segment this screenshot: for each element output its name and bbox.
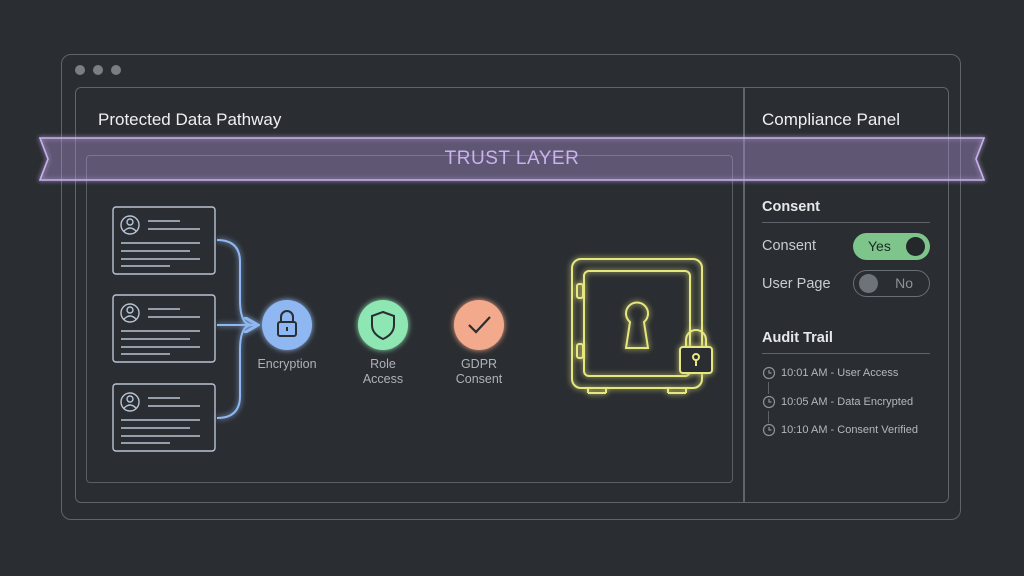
step-label-role-access: Role Access [362, 357, 404, 386]
user-record-card [112, 294, 216, 363]
vault-icon [571, 258, 703, 394]
compliance-panel-title: Compliance Panel [762, 110, 900, 129]
consent-toggle[interactable]: Yes [853, 233, 930, 260]
step-label-gdpr-consent: GDPR Consent [455, 357, 503, 386]
shield-icon [371, 310, 395, 341]
window-dot-maximize[interactable] [111, 65, 121, 75]
audit-connector [768, 382, 769, 394]
audit-trail-rule [762, 353, 930, 354]
role-access-node [358, 300, 408, 350]
dashboard-frame [75, 87, 949, 503]
audit-connector [768, 411, 769, 423]
user-record-card [112, 383, 216, 452]
user-page-row-label: User Page [762, 276, 831, 292]
trust-layer-label: TRUST LAYER [444, 148, 580, 169]
panel-divider [743, 87, 745, 503]
toggle-knob [906, 237, 925, 256]
window-dot-minimize[interactable] [93, 65, 103, 75]
lock-icon [277, 310, 297, 337]
gdpr-consent-node [454, 300, 504, 350]
app-window [61, 54, 961, 520]
consent-row-label: Consent [762, 238, 817, 254]
consent-toggle-label: Yes [868, 238, 891, 254]
window-dot-close[interactable] [75, 65, 85, 75]
user-record-card [112, 206, 216, 275]
converging-connector [216, 239, 256, 419]
consent-section-rule [762, 222, 930, 223]
encryption-node [262, 300, 312, 350]
toggle-knob [859, 274, 878, 293]
audit-entry-text: 10:05 AM - Data Encrypted [781, 396, 914, 408]
padlock-icon [679, 329, 713, 374]
consent-section-heading: Consent [762, 199, 820, 215]
audit-entry-text: 10:10 AM - Consent Verified [781, 424, 918, 436]
step-label-encryption: Encryption [257, 357, 317, 371]
checkmark-icon [468, 316, 491, 334]
user-page-toggle-label: No [895, 275, 913, 291]
clock-icon [762, 395, 776, 409]
pathway-title: Protected Data Pathway [98, 110, 282, 129]
clock-icon [762, 423, 776, 437]
user-page-toggle[interactable]: No [853, 270, 930, 297]
audit-entry-text: 10:01 AM - User Access [781, 367, 899, 379]
audit-trail-heading: Audit Trail [762, 330, 833, 346]
clock-icon [762, 366, 776, 380]
